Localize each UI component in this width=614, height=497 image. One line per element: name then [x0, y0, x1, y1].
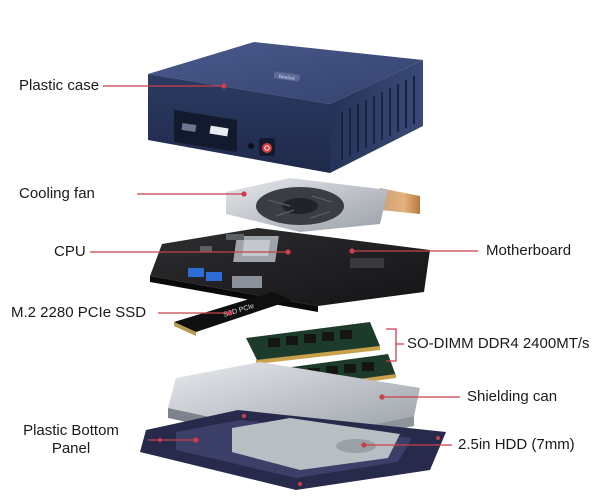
- cooling-fan-shape: [226, 178, 420, 232]
- label-bottom-panel-line2: Panel: [51, 440, 91, 457]
- label-bottom-panel-line1: Plastic Bottom: [23, 422, 119, 439]
- leader-ram-bracket: [386, 328, 397, 362]
- label-cpu: CPU: [54, 243, 86, 260]
- leader-lines: [90, 83, 478, 448]
- label-ram: SO-DIMM DDR4 2400MT/s: [407, 335, 590, 352]
- label-shielding: Shielding can: [467, 388, 558, 405]
- motherboard-shape: [150, 228, 430, 312]
- bottom-panel-shape: [140, 410, 446, 490]
- label-cooling-fan: Cooling fan: [19, 185, 95, 202]
- label-hdd: 2.5in HDD (7mm): [458, 436, 575, 453]
- label-motherboard: Motherboard: [486, 242, 572, 259]
- plastic-case-shape: Beelink: [148, 42, 423, 173]
- ssd-shape: SSD PCIe: [174, 292, 292, 336]
- label-bottom-panel: Plastic Bottom Panel: [12, 422, 130, 458]
- brand-badge: Beelink: [278, 74, 296, 82]
- label-plastic-case: Plastic case: [19, 77, 100, 94]
- label-ssd: M.2 2280 PCIe SSD: [11, 304, 147, 321]
